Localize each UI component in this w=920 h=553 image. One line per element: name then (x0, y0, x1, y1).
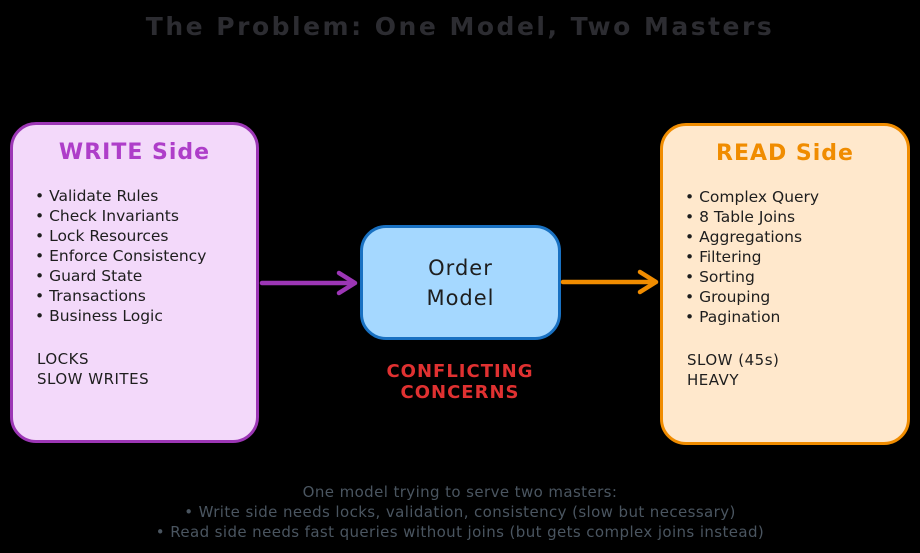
list-item: Enforce Consistency (35, 246, 256, 266)
write-side-panel: WRITE Side Validate Rules Check Invarian… (10, 122, 259, 443)
read-side-title: READ Side (716, 141, 854, 166)
footer-line: LOCKS (37, 350, 89, 368)
list-item: Lock Resources (35, 226, 256, 246)
list-item: Pagination (685, 307, 907, 327)
order-model-panel: Order Model (360, 225, 561, 340)
list-item: 8 Table Joins (685, 207, 907, 227)
list-item: Validate Rules (35, 186, 256, 206)
caption-line: One model trying to serve two masters: (302, 483, 618, 501)
list-item: Aggregations (685, 227, 907, 247)
read-side-footer: SLOW (45s) HEAVY (687, 350, 907, 390)
conflicting-concerns-label: CONFLICTING CONCERNS (386, 361, 534, 403)
read-side-panel: READ Side Complex Query 8 Table Joins Ag… (660, 123, 910, 445)
write-side-footer: LOCKS SLOW WRITES (37, 349, 256, 389)
footer-line: SLOW (45s) (687, 351, 780, 369)
caption-line: • Write side needs locks, validation, co… (184, 503, 736, 521)
arrow-head (637, 269, 659, 295)
list-item: Complex Query (685, 187, 907, 207)
caption: One model trying to serve two masters: •… (0, 482, 920, 542)
list-item: Guard State (35, 266, 256, 286)
diagram-title: The Problem: One Model, Two Masters (145, 12, 775, 41)
list-item: Filtering (685, 247, 907, 267)
write-to-model-arrow (259, 270, 358, 296)
caption-line: • Read side needs fast queries without j… (155, 523, 765, 541)
read-side-list: Complex Query 8 Table Joins Aggregations… (663, 187, 907, 327)
write-side-title: WRITE Side (58, 140, 211, 165)
model-to-read-arrow (560, 269, 659, 295)
arrow-head (336, 270, 358, 296)
footer-line: SLOW WRITES (37, 370, 150, 388)
order-model-line: Model (426, 285, 495, 310)
list-item: Check Invariants (35, 206, 256, 226)
write-side-list: Validate Rules Check Invariants Lock Res… (13, 186, 256, 326)
list-item: Grouping (685, 287, 907, 307)
footer-line: HEAVY (687, 371, 739, 389)
list-item: Business Logic (35, 306, 256, 326)
list-item: Sorting (685, 267, 907, 287)
list-item: Transactions (35, 286, 256, 306)
order-model-line: Order (428, 255, 493, 280)
